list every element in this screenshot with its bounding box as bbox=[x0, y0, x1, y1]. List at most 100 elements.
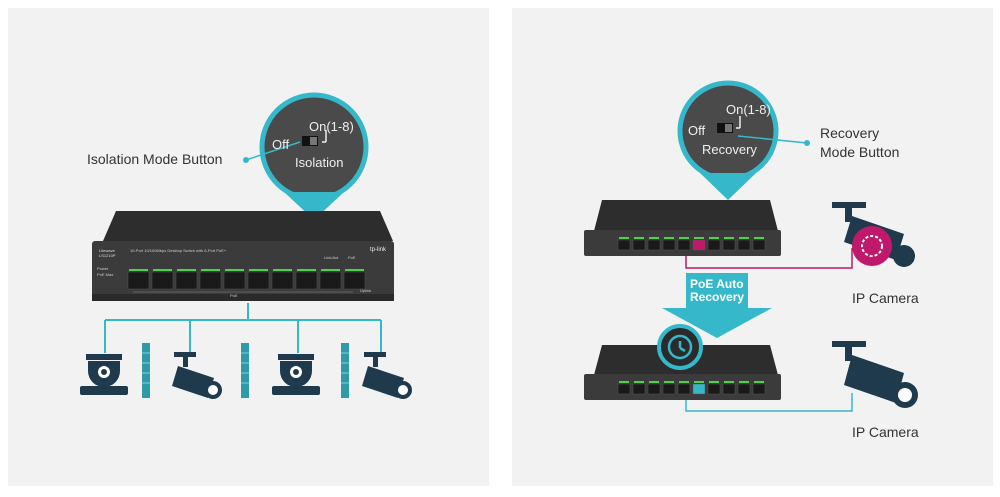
port-led bbox=[619, 381, 629, 383]
faulty-link-line bbox=[685, 248, 853, 269]
port-led bbox=[679, 237, 689, 239]
port-led bbox=[664, 237, 674, 239]
arrow-label-line2: Recovery bbox=[690, 290, 745, 304]
port-led bbox=[345, 269, 364, 271]
port-led bbox=[664, 381, 674, 383]
ethernet-port bbox=[677, 383, 691, 395]
callout-dot bbox=[243, 157, 249, 163]
ethernet-port bbox=[737, 383, 751, 395]
ethernet-port bbox=[175, 271, 198, 290]
ethernet-port bbox=[151, 271, 174, 290]
switch-magnifier bbox=[677, 80, 779, 200]
recovery-diagram bbox=[584, 80, 918, 412]
isolation-diagram bbox=[80, 92, 412, 399]
barrier-stripes bbox=[142, 352, 349, 384]
port-led bbox=[694, 381, 704, 383]
port-led bbox=[724, 381, 734, 383]
poe-switch-device-top bbox=[584, 200, 781, 256]
port-led bbox=[739, 381, 749, 383]
ip-camera-bottom-label: IP Camera bbox=[852, 424, 919, 440]
ip-camera-top-label: IP Camera bbox=[852, 290, 919, 306]
device-uplink-label: Uplink bbox=[360, 288, 372, 293]
port-led bbox=[724, 237, 734, 239]
ethernet-port bbox=[752, 239, 766, 251]
switch-off-label: Off bbox=[688, 123, 706, 138]
connection-lines bbox=[104, 303, 382, 353]
ethernet-port bbox=[662, 383, 676, 395]
switch-mode-label: Isolation bbox=[295, 155, 344, 170]
ethernet-port bbox=[617, 383, 631, 395]
ethernet-port bbox=[752, 383, 766, 395]
device-model: Litewave bbox=[99, 248, 115, 253]
ethernet-port bbox=[737, 239, 751, 251]
ethernet-port bbox=[692, 239, 706, 251]
ethernet-port bbox=[295, 271, 318, 290]
port-led bbox=[739, 237, 749, 239]
ip-camera-faulty-icon bbox=[832, 202, 915, 267]
device-led-poe: PoE bbox=[348, 255, 356, 260]
port-led bbox=[297, 269, 316, 271]
port-led bbox=[619, 237, 629, 239]
port-led bbox=[679, 381, 689, 383]
poe-auto-recovery-arrow bbox=[662, 273, 772, 338]
port-led bbox=[649, 381, 659, 383]
recovery-mode-label-line1: Recovery bbox=[820, 125, 880, 141]
ethernet-port bbox=[632, 383, 646, 395]
port-led bbox=[709, 381, 719, 383]
recovered-link-line bbox=[685, 393, 853, 412]
port-led bbox=[754, 237, 764, 239]
port-led bbox=[249, 269, 268, 271]
recovery-mode-panel: On(1-8) Off Recovery Recovery Mode Butto… bbox=[512, 8, 993, 486]
callout-line bbox=[245, 141, 301, 161]
device-led-link: Link/Act bbox=[324, 255, 339, 260]
port-led bbox=[694, 237, 704, 239]
ethernet-port bbox=[127, 271, 150, 290]
ethernet-port bbox=[662, 239, 676, 251]
port-led bbox=[709, 237, 719, 239]
ethernet-port bbox=[692, 383, 706, 395]
ethernet-port bbox=[677, 239, 691, 251]
recovery-icon bbox=[657, 324, 703, 370]
arrow-label-line1: PoE Auto bbox=[690, 277, 744, 291]
ethernet-port bbox=[647, 383, 661, 395]
ethernet-port bbox=[247, 271, 270, 290]
port-led bbox=[177, 269, 196, 271]
switch-mode-label: Recovery bbox=[702, 142, 757, 157]
recovery-mode-label-line2: Mode Button bbox=[820, 144, 900, 160]
port-led bbox=[754, 381, 764, 383]
callout-line bbox=[737, 135, 808, 144]
device-header-text: 10-Port 10/100Mbps Desktop Switch with 8… bbox=[130, 248, 227, 253]
switch-on-label: On(1-8) bbox=[309, 119, 354, 134]
ethernet-port bbox=[271, 271, 294, 290]
isolation-mode-panel: Isolation Mode Button On(1-8) Off Isolat… bbox=[8, 8, 489, 486]
ethernet-port bbox=[647, 239, 661, 251]
isolation-mode-button-label: Isolation Mode Button bbox=[87, 151, 223, 167]
bullet-camera-icon bbox=[362, 352, 412, 399]
port-led bbox=[225, 269, 244, 271]
port-led bbox=[273, 269, 292, 271]
dome-camera-icon bbox=[80, 354, 128, 395]
device-port-group-label: PoE bbox=[230, 293, 238, 298]
switch-magnifier bbox=[259, 92, 369, 220]
port-led bbox=[153, 269, 172, 271]
device-led-poe-max: PoE Max bbox=[97, 272, 114, 277]
ethernet-port bbox=[223, 271, 246, 290]
bullet-camera-icon bbox=[172, 352, 222, 399]
ethernet-port bbox=[707, 239, 721, 251]
switch-on-label: On(1-8) bbox=[726, 102, 771, 117]
brand-logo: tp-link bbox=[370, 247, 387, 253]
ethernet-port bbox=[722, 239, 736, 251]
port-led bbox=[129, 269, 148, 271]
port-led bbox=[634, 381, 644, 383]
port-led bbox=[634, 237, 644, 239]
dome-camera-icon bbox=[272, 354, 320, 395]
port-led bbox=[649, 237, 659, 239]
ip-camera-icon bbox=[832, 341, 918, 408]
switch-off-label: Off bbox=[272, 137, 290, 152]
ethernet-port bbox=[319, 271, 342, 290]
ethernet-port bbox=[707, 383, 721, 395]
ethernet-port bbox=[199, 271, 222, 290]
device-led-power: Power bbox=[97, 266, 109, 271]
ethernet-port bbox=[632, 239, 646, 251]
ethernet-port bbox=[343, 271, 366, 290]
